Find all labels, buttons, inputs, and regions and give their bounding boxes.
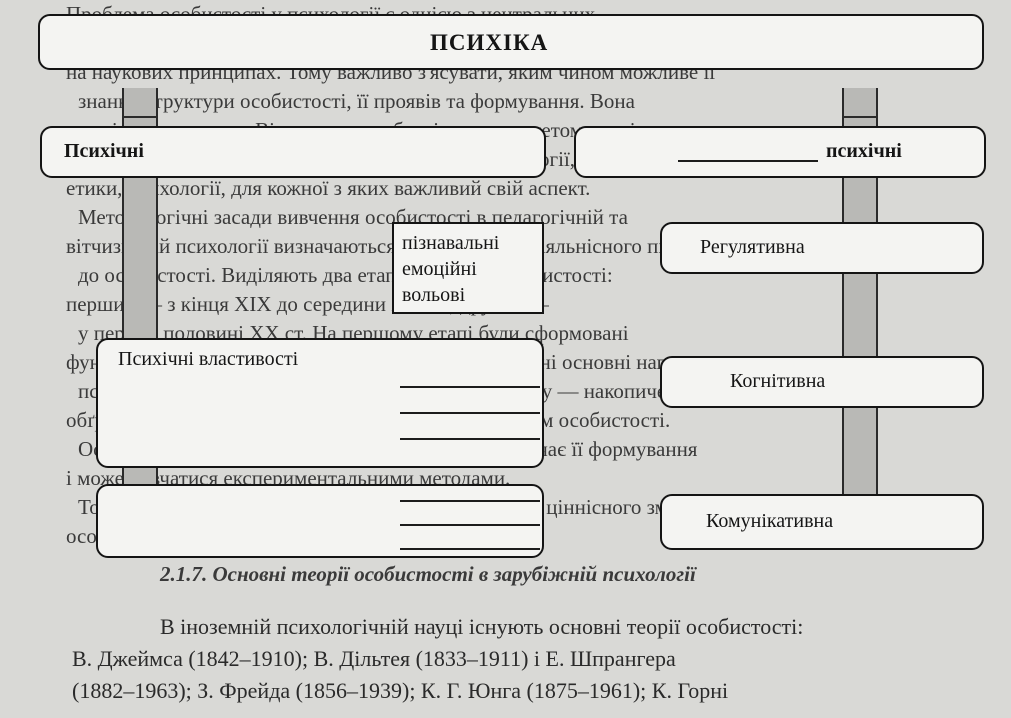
function-regulative-box [660,222,984,274]
function-cognitive-label: Когнітивна [730,370,826,392]
list-item-volitional: вольові [402,284,466,306]
function-cognitive-box [660,356,984,408]
connector-right [842,116,878,118]
paragraph-line: В іноземній психологічній науці існують … [160,614,804,639]
box-mental-right-label: психічні [826,140,902,162]
background-line: вітчизняній психології визначаються зумо… [66,234,716,258]
blank-line-right-top [678,160,818,162]
list-item-emotional: емоційні [402,258,477,280]
blank-line-bottom-2 [400,524,540,526]
title-box [38,14,984,70]
paragraph-line: В. Джеймса (1842–1910); В. Дільтея (1833… [72,646,676,671]
blank-line-properties-3 [400,438,540,440]
blank-line-properties-2 [400,412,540,414]
paragraph-line: (1882–1963); З. Фрейда (1856–1939); К. Г… [72,678,729,703]
function-regulative-label: Регулятивна [700,236,805,258]
list-item-cognitive: пізнавальні [402,232,500,254]
list-box [392,222,544,314]
function-communicative-label: Комунікативна [706,510,834,532]
blank-line-properties-1 [400,386,540,388]
section-caption: 2.1.7. Основні теорії особистості в зару… [160,562,696,586]
box-mental-right [574,126,986,178]
box-mental-left-label: Психічні [64,140,144,162]
diagram-title: ПСИХІКА [430,30,549,55]
box-mental-left [40,126,546,178]
connector-left [122,116,158,118]
background-line: знання структури особистості, її проявів… [78,89,635,113]
background-line: Методологічні засади вивчення особистост… [78,205,628,229]
blank-line-bottom-3 [400,548,540,550]
bottom-box [96,484,544,558]
properties-box [96,338,544,468]
function-communicative-box [660,494,984,550]
properties-label: Психічні властивості [118,348,299,370]
blank-line-bottom-1 [400,500,540,502]
